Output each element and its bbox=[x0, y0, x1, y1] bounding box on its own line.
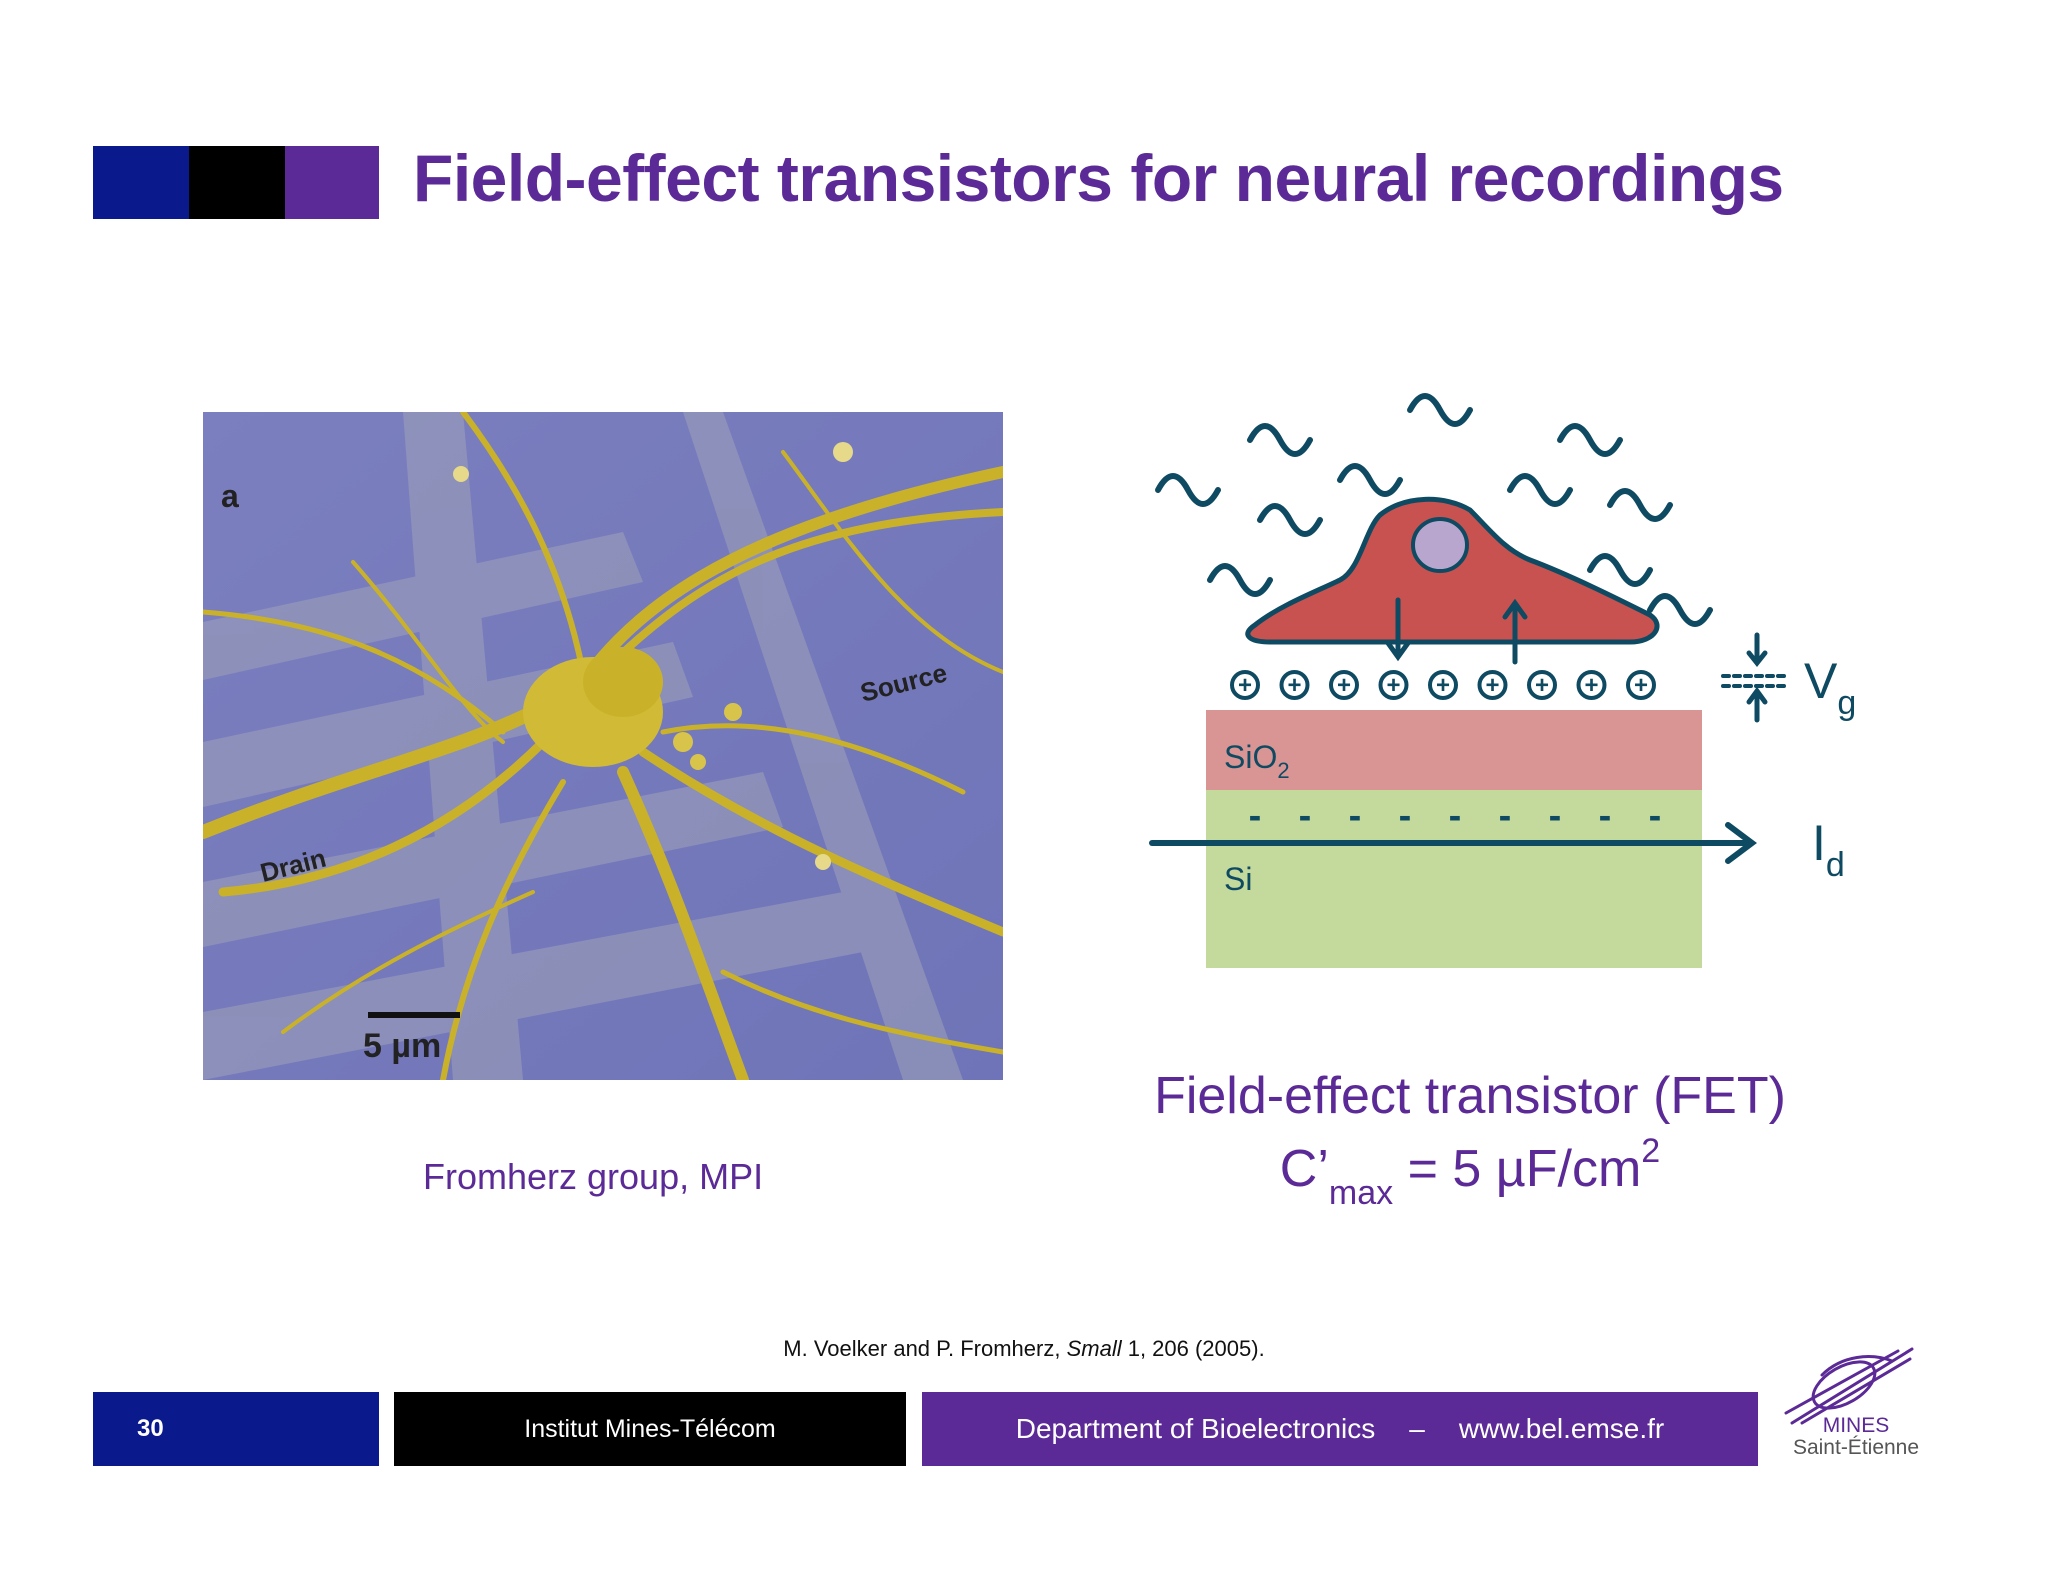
photo-caption: Fromherz group, MPI bbox=[423, 1156, 764, 1197]
negative-charges: --------- bbox=[1249, 795, 1662, 837]
cell-current-arrows bbox=[1385, 597, 1528, 665]
si-layer bbox=[1206, 790, 1702, 968]
svg-text:+: + bbox=[1535, 672, 1549, 699]
sio2-layer bbox=[1206, 710, 1702, 790]
minus-charge-icon: - bbox=[1249, 795, 1262, 837]
capacitance-formula: C’max = 5 µF/cm2 bbox=[1279, 1132, 1661, 1212]
panel-label: a bbox=[221, 478, 239, 514]
page-number: 30 bbox=[93, 1392, 379, 1466]
svg-text:+: + bbox=[1436, 672, 1450, 699]
minus-charge-icon: - bbox=[1299, 795, 1312, 837]
svg-text:+: + bbox=[1634, 672, 1648, 699]
reference-citation: M. Voelker and P. Fromherz, Small 1, 206… bbox=[783, 1336, 1265, 1361]
plus-charge-icon: + bbox=[1279, 670, 1310, 700]
minus-charge-icon: - bbox=[1449, 795, 1462, 837]
drain-current-arrow bbox=[1149, 822, 1757, 864]
sio2-label: SiO2 bbox=[1224, 739, 1290, 783]
minus-charge-icon: - bbox=[1599, 795, 1612, 837]
ion-squiggles bbox=[1155, 393, 1713, 627]
svg-text:+: + bbox=[1386, 672, 1400, 699]
fet-heading: Field-effect transistor (FET) bbox=[1154, 1067, 1786, 1125]
si-label: Si bbox=[1224, 861, 1252, 897]
minus-charge-icon: - bbox=[1649, 795, 1662, 837]
neuron-sem-image: a Source Drain 5 µm bbox=[203, 412, 1003, 1080]
cell-body bbox=[1245, 496, 1660, 645]
plus-charge-icon: + bbox=[1477, 670, 1508, 700]
minus-charge-icon: - bbox=[1349, 795, 1362, 837]
mines-logo-icon bbox=[1784, 1347, 1914, 1425]
positive-charges: + + + + + + + + + bbox=[1230, 670, 1656, 700]
minus-charge-icon: - bbox=[1549, 795, 1562, 837]
header-bar-navy bbox=[93, 146, 189, 219]
plus-charge-icon: + bbox=[1378, 670, 1409, 700]
cell-nucleus bbox=[1411, 517, 1469, 573]
svg-text:+: + bbox=[1485, 672, 1499, 699]
header-bar-black bbox=[189, 146, 285, 219]
plus-charge-icon: + bbox=[1576, 670, 1607, 700]
svg-text:+: + bbox=[1287, 672, 1301, 699]
id-label: Id bbox=[1812, 815, 1845, 884]
plus-charge-icon: + bbox=[1329, 670, 1359, 700]
website-link[interactable]: www.bel.emse.fr bbox=[1458, 1413, 1665, 1444]
minus-charge-icon: - bbox=[1399, 795, 1412, 837]
institution-label: Institut Mines-Télécom bbox=[394, 1392, 906, 1466]
vg-label: Vg bbox=[1804, 653, 1856, 722]
header-bar-purple bbox=[285, 146, 379, 219]
svg-text:+: + bbox=[1238, 672, 1252, 699]
department-label: Department of Bioelectronics–www.bel.ems… bbox=[922, 1392, 1758, 1466]
scale-bar-label: 5 µm bbox=[363, 1027, 441, 1065]
plus-charge-icon: + bbox=[1428, 670, 1458, 700]
plus-charge-icon: + bbox=[1230, 670, 1260, 700]
scale-bar bbox=[368, 1012, 460, 1018]
svg-text:+: + bbox=[1337, 672, 1351, 699]
plus-charge-icon: + bbox=[1527, 670, 1557, 700]
minus-charge-icon: - bbox=[1499, 795, 1512, 837]
vg-gap-marker bbox=[1721, 632, 1787, 723]
svg-text:+: + bbox=[1584, 672, 1598, 699]
plus-charge-icon: + bbox=[1626, 670, 1656, 700]
slide-title: Field-effect transistors for neural reco… bbox=[413, 141, 1784, 215]
fet-diagram: +++++++++ SiO2 Si --------- Vg Id bbox=[1149, 393, 1856, 968]
